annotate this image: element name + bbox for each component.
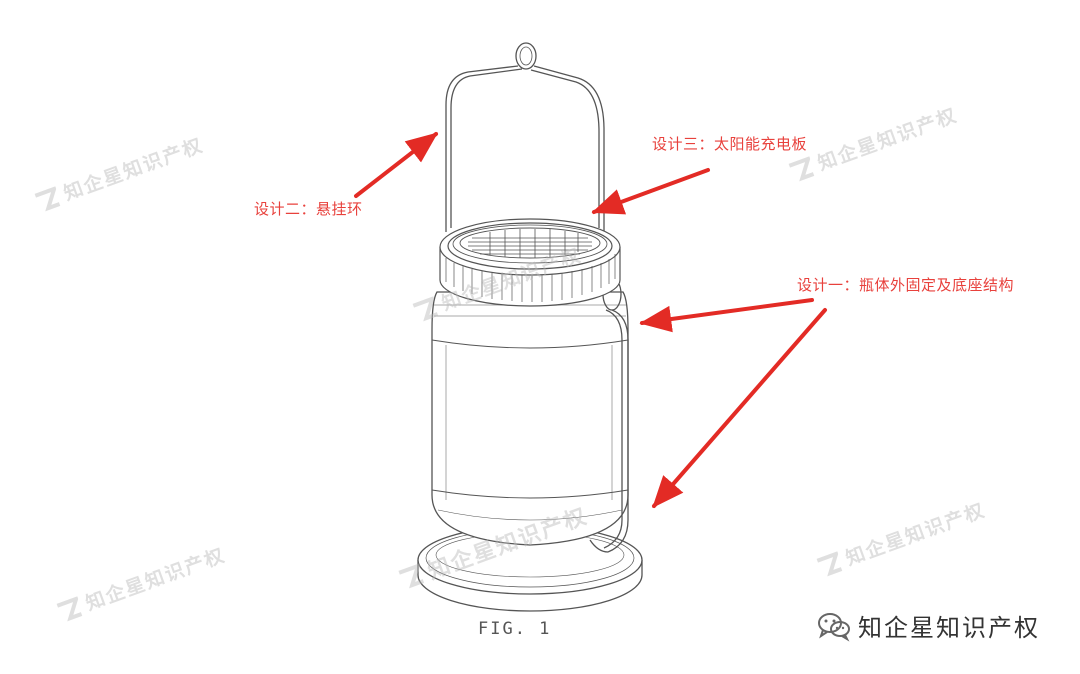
callout-arrows: [354, 132, 827, 509]
wechat-icon: [818, 612, 850, 642]
callout-solar-panel: 设计三：太阳能充电板: [652, 135, 808, 153]
watermark: 知企星知识产权: [409, 240, 585, 326]
jar-body: [431, 291, 629, 546]
base-plate: [417, 525, 643, 612]
watermark: 知企星知识产权: [31, 130, 207, 216]
lid-ring: [439, 218, 621, 307]
lid-knurling: [445, 254, 616, 302]
watermark: 知企星知识产权: [785, 100, 961, 186]
arrow-solar-panel: [591, 168, 710, 215]
hanging-loop: [515, 42, 537, 70]
zq-logo-icon: [788, 155, 815, 181]
zq-logo-icon: [56, 595, 83, 621]
side-bracket: [589, 277, 629, 553]
brand-name: 知企星知识产权: [858, 614, 1040, 642]
zq-logo-icon: [816, 550, 843, 576]
arrow-hanging-ring: [354, 132, 439, 198]
arrow-base: [652, 308, 827, 509]
brand-badge: 知企星知识产权: [816, 608, 1040, 643]
zq-logo-icon: [398, 562, 425, 589]
zq-logo-icon: [34, 185, 61, 211]
arrow-side-bracket: [639, 298, 814, 333]
solar-panel: [459, 227, 601, 259]
callout-hanging-ring: 设计二：悬挂环: [254, 200, 363, 218]
watermark: 知企星知识产权: [395, 498, 592, 596]
callout-body-base: 设计一：瓶体外固定及底座结构: [797, 276, 1015, 294]
figure-label: FIG. 1: [478, 619, 552, 639]
zq-logo-icon: [412, 295, 439, 321]
watermark: 知企星知识产权: [53, 540, 229, 626]
watermark: 知企星知识产权: [813, 495, 989, 581]
hanging-ring: [445, 42, 605, 232]
